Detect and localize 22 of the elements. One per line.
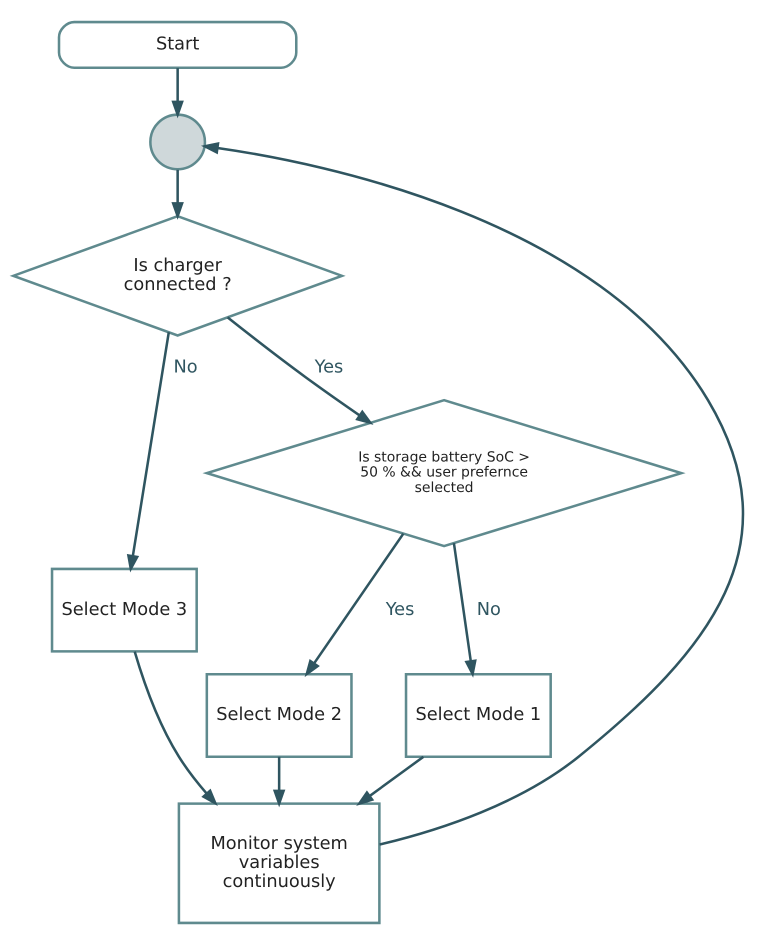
arrow [272,756,286,807]
edge-label: No [174,357,198,378]
arrow [200,141,744,846]
edge-label: Yes [386,599,414,620]
edge-label: Yes [314,357,344,378]
arrow [133,650,218,806]
node-box: Select Mode 2 [206,672,353,758]
node-box: Select Mode 3 [50,567,198,652]
node-box: Start [58,20,298,69]
edge-label: No [476,599,501,620]
arrow [171,169,184,220]
node-box: Select Mode 1 [404,672,552,758]
arrow [356,755,424,806]
arrow [226,316,374,424]
node-diamond: Is storage battery SoC > 50 % && user prefernce selected [202,398,686,547]
arrow [126,332,170,572]
arrow [452,542,477,678]
node-diamond: Is charger connected ? [10,214,346,336]
arrow [171,68,184,118]
arrow [304,532,404,677]
node-box: Monitor system variables continuously [178,802,381,924]
node-circle [149,112,206,170]
